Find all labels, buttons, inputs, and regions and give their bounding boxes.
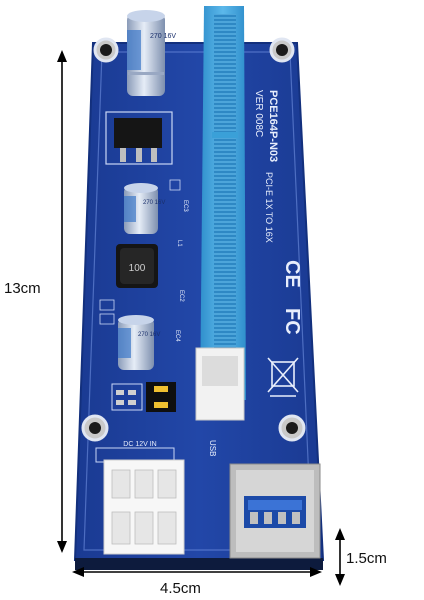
pcie-text: PCI-E 1X TO 16X	[264, 172, 274, 243]
silkscreen-texts: PCE164P-N03 VER 008C PCI-E 1X TO 16X EC3…	[174, 90, 303, 456]
power-connector-6pin: DC 12V IN	[95, 441, 185, 555]
label-ec4: EC4	[174, 330, 180, 342]
model-text: PCE164P-N03	[267, 90, 279, 162]
capacitor-middle: 270 16V	[124, 183, 165, 234]
pcb-board	[73, 42, 325, 570]
smd-components	[99, 179, 181, 412]
usb-label: USB	[208, 440, 217, 456]
capacitor-bottom: 270 16V	[118, 315, 160, 370]
inductor: 100	[116, 244, 158, 288]
width-dimension-label: 4.5cm	[160, 580, 201, 597]
width-dimension-arrow	[72, 567, 322, 577]
usb-port	[229, 463, 321, 559]
capacitor-middle-label: 270 16V	[143, 200, 165, 206]
height-dimension-label: 13cm	[4, 280, 41, 297]
label-ec2: EC2	[178, 290, 184, 302]
voltage-regulator	[105, 111, 173, 165]
pcie-x16-slot	[200, 6, 246, 400]
label-ec3: EC3	[182, 200, 188, 212]
power-label: DC 12V IN	[123, 441, 156, 448]
capacitor-bottom-label: 270 16V	[138, 332, 160, 338]
fc-mark: FC	[281, 308, 303, 335]
capacitor-top: 270 16V	[127, 10, 176, 96]
version-text: VER 008C	[253, 90, 264, 137]
inductor-label: 100	[129, 263, 146, 274]
label-l1: L1	[176, 240, 182, 247]
thickness-dimension-arrow	[335, 528, 345, 586]
weee-bin-icon	[267, 357, 299, 397]
mounting-holes	[81, 37, 306, 442]
slot-latch	[195, 347, 245, 421]
capacitor-top-label: 270 16V	[150, 33, 176, 40]
thickness-dimension-label: 1.5cm	[346, 550, 387, 567]
ce-mark: CE	[281, 260, 303, 288]
height-dimension-arrow	[57, 50, 67, 553]
